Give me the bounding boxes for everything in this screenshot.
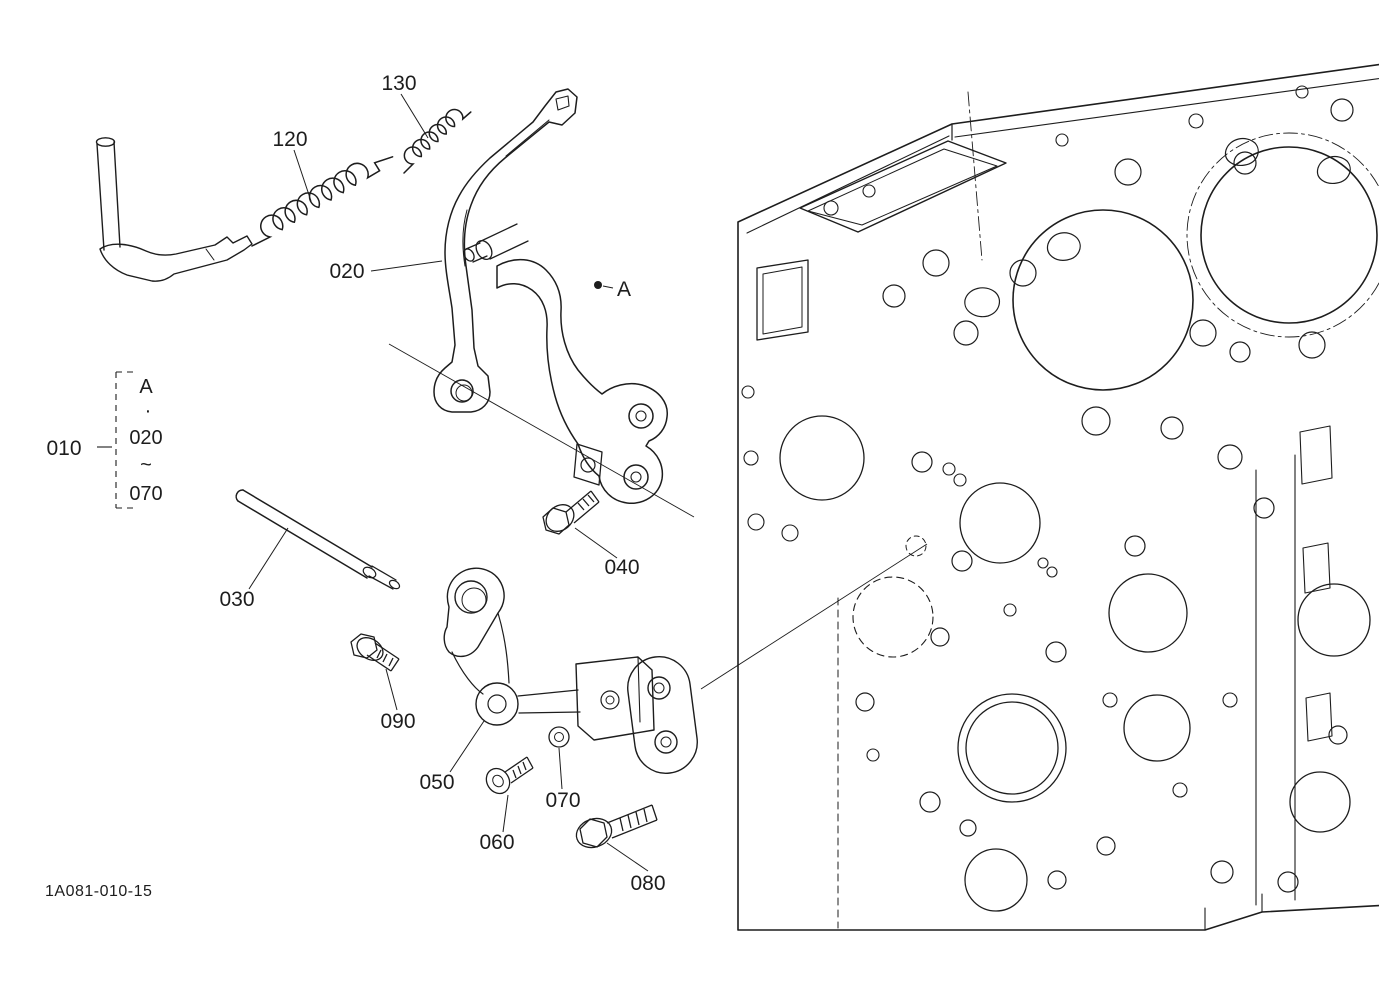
rod-030	[235, 489, 401, 590]
leader-060	[502, 794, 509, 833]
pin-top	[95, 137, 116, 147]
legend-dot: ·	[145, 400, 152, 422]
fork-arm-head	[496, 258, 668, 504]
bolt-040-hex-head	[542, 507, 570, 535]
bracket-plate	[443, 567, 505, 658]
legend-item-A: A	[139, 376, 153, 398]
cylinder-bore	[1012, 209, 1194, 391]
fork-eye-upper	[628, 403, 654, 429]
mount-location-dashed	[852, 576, 934, 658]
bolt-080-hex-head	[579, 818, 608, 848]
bolt-080	[575, 804, 658, 849]
spring-130	[403, 108, 472, 174]
legend-tilde: ~	[140, 454, 152, 476]
bolt-040-washer	[545, 504, 575, 532]
leader-070	[558, 747, 563, 790]
block-side-window	[756, 259, 809, 341]
cylinder-block	[737, 63, 1379, 931]
callout-040: 040	[604, 556, 639, 579]
fork-eye-lower	[623, 464, 649, 490]
leader-120	[293, 149, 312, 202]
callout-020: 020	[329, 260, 364, 283]
leader-130	[400, 93, 429, 139]
block-deck-edge	[746, 135, 950, 234]
construction-lines	[388, 343, 928, 690]
leader-080	[606, 842, 649, 872]
pointer-to-block	[700, 543, 928, 690]
bolt-040	[542, 490, 600, 535]
leader-090	[385, 668, 398, 711]
block-side-details	[1255, 425, 1333, 906]
block-coolant-passages	[964, 137, 1351, 318]
lever-arm-body-foot	[433, 88, 578, 413]
bracket-block	[575, 656, 655, 741]
bolt-tab	[573, 443, 603, 486]
mount-hole-dashed	[905, 535, 927, 557]
callout-120: 120	[272, 128, 307, 151]
leader-A	[602, 285, 614, 289]
legend-range-from: 020	[129, 427, 162, 449]
leader-020	[370, 260, 443, 272]
bolt-090-hex-head	[350, 633, 378, 659]
group-plane-line	[388, 343, 695, 518]
bracket-plate-hole	[454, 580, 488, 614]
spring-120	[251, 156, 394, 247]
callout-leaders	[248, 93, 649, 872]
callout-070: 070	[545, 789, 580, 812]
bolt-060	[485, 756, 534, 795]
leader-040	[574, 527, 618, 559]
bracket-boss	[475, 682, 519, 726]
callout-010: 010	[46, 437, 81, 460]
block-top-opening	[799, 140, 1007, 233]
callout-050: 050	[419, 771, 454, 794]
callout-090: 090	[380, 710, 415, 733]
flange-hole-upper	[647, 676, 671, 700]
pin-lever	[95, 137, 253, 282]
legend-range-to: 070	[129, 483, 162, 505]
bracket-assembly-050	[443, 567, 698, 774]
block-small-holes	[741, 85, 1309, 798]
block-large-holes	[779, 415, 1371, 912]
control-lever-020	[433, 88, 668, 504]
block-outline	[737, 63, 1379, 931]
bore-centerline	[1186, 132, 1379, 338]
block-top-edge	[954, 77, 1379, 138]
callout-030: 030	[219, 588, 254, 611]
foot-hole	[450, 379, 474, 403]
callout-080: 080	[630, 872, 665, 895]
leader-030	[248, 527, 289, 590]
block-bolt-holes	[855, 98, 1354, 893]
pivot-boss	[463, 223, 529, 263]
flange-hole-lower	[654, 730, 678, 754]
bolt-060-head	[485, 767, 511, 795]
callout-labels: 130 120 020 A 030 040 090 050 070 060 08…	[219, 72, 665, 895]
bolt-090	[350, 633, 400, 672]
spring-anchor-slot	[555, 95, 570, 111]
bolt-090-washer	[356, 637, 384, 661]
callout-A: A	[617, 278, 631, 301]
legend-010: 010 A · 020 ~ 070	[46, 371, 163, 509]
cylinder-bore	[1200, 146, 1378, 324]
bracket-flange	[627, 656, 698, 774]
lever-plate	[99, 235, 253, 282]
figure-code: 1A081-010-15	[45, 883, 152, 900]
callout-060: 060	[479, 831, 514, 854]
callout-130: 130	[381, 72, 416, 95]
washer-070	[548, 726, 570, 748]
leader-050	[449, 720, 485, 773]
point-A-dot	[594, 281, 602, 289]
